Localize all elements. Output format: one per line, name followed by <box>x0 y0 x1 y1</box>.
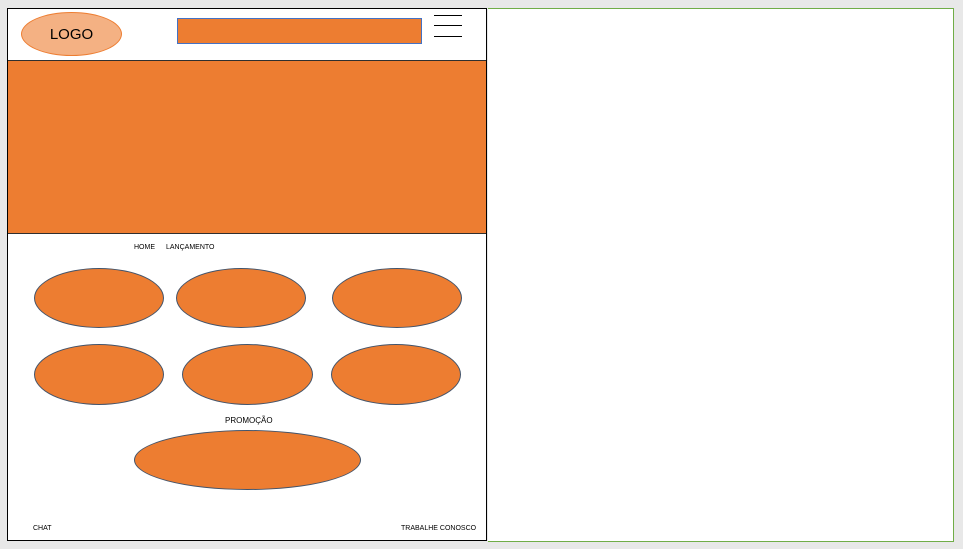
nav-launch-link[interactable]: LANÇAMENTO <box>166 244 215 251</box>
hero-banner <box>8 60 486 234</box>
chat-link[interactable]: CHAT <box>33 525 52 532</box>
product-item[interactable] <box>176 268 306 328</box>
logo-label: LOGO <box>49 25 94 43</box>
product-item[interactable] <box>182 344 313 405</box>
promo-item[interactable] <box>134 430 361 490</box>
search-bar[interactable] <box>177 18 422 44</box>
product-item[interactable] <box>331 344 461 405</box>
product-item[interactable] <box>34 268 164 328</box>
careers-link[interactable]: TRABALHE CONOSCO <box>401 525 477 532</box>
wireframe-page: LOGO HOME LANÇAMENTO PROMOÇÃO CHAT TRABA… <box>7 8 487 541</box>
nav-home-link[interactable]: HOME <box>134 244 155 251</box>
hamburger-menu-icon[interactable] <box>434 15 462 39</box>
blank-panel <box>488 8 954 542</box>
product-item[interactable] <box>34 344 164 405</box>
product-item[interactable] <box>332 268 462 328</box>
promo-title: PROMOÇÃO <box>225 416 273 425</box>
logo[interactable]: LOGO <box>21 12 122 56</box>
